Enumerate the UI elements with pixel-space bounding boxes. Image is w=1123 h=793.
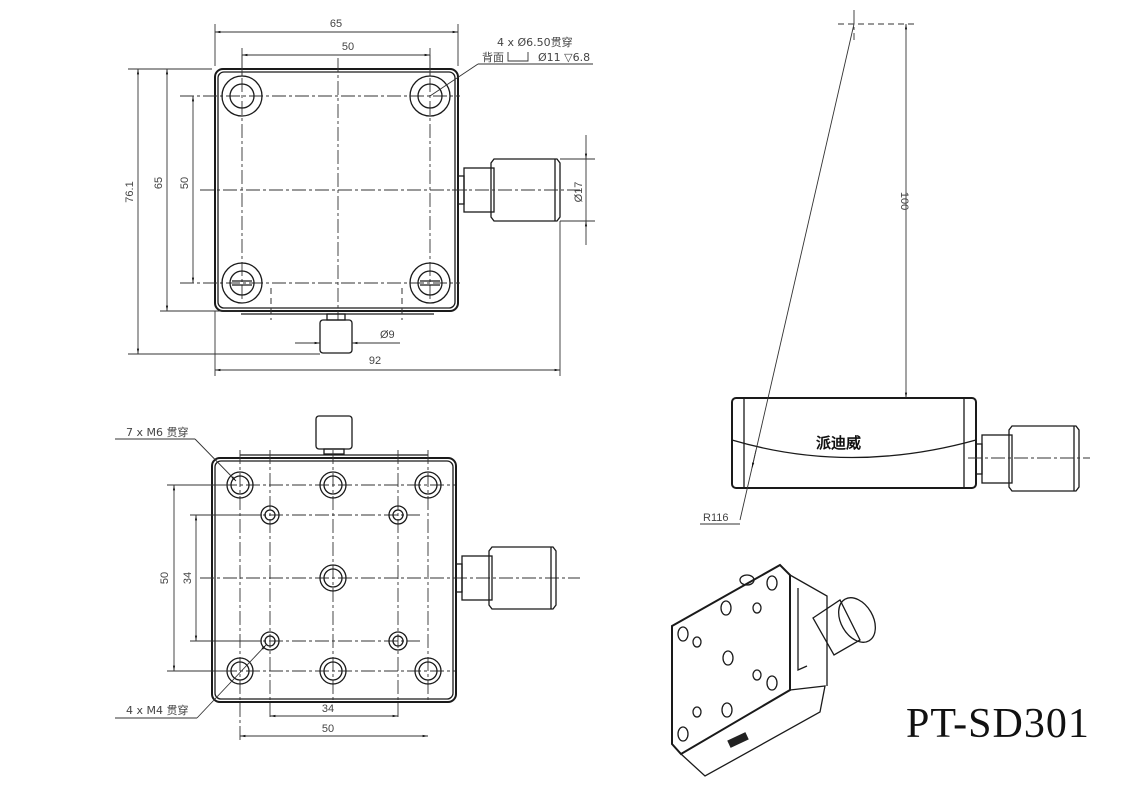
dim-total-length: 92	[369, 355, 381, 367]
bottom-view: 50 34 34 50 7 x M6 贯穿 4 x M4 贯穿	[115, 415, 580, 742]
brand-label: 派迪威	[816, 434, 861, 452]
dim-radius: R116	[703, 512, 728, 524]
dim-knob-diameter: Ø17	[573, 182, 585, 203]
dim-radius-height: 100	[898, 192, 910, 210]
note-counterbore: Ø11 ▽6.8	[538, 51, 590, 64]
note-through-holes: 4 x Ø6.50贯穿	[497, 35, 573, 49]
model-number: PT-SD301	[906, 701, 1090, 747]
note-m6-holes: 7 x M6 贯穿	[126, 425, 189, 439]
dim-outer-spacing-x: 50	[322, 723, 334, 735]
dim-screw-diameter: Ø9	[380, 329, 395, 341]
iso-hole-icon	[677, 575, 778, 742]
dim-height-body: 65	[153, 177, 165, 189]
micrometer-knob-icon	[452, 158, 580, 222]
top-view: 65 50 76.1 65 50 Ø17 Ø9 92	[124, 18, 595, 376]
m6-tapped-hole-icon	[226, 471, 442, 685]
m4-tapped-hole-icon	[260, 505, 408, 651]
side-view: 派迪威 100 R116	[700, 10, 1090, 525]
counterbore-hole-icon	[221, 75, 451, 304]
dim-inner-spacing-x: 34	[322, 703, 334, 715]
dim-hole-spacing-x: 50	[342, 41, 354, 53]
dim-hole-spacing-y: 50	[179, 177, 191, 189]
lock-screw-icon	[319, 313, 353, 354]
dim-outer-spacing-y: 50	[159, 572, 171, 584]
dim-height-overall: 76.1	[124, 181, 136, 202]
note-m4-holes: 4 x M4 贯穿	[126, 703, 189, 717]
dim-inner-spacing-y: 34	[182, 572, 194, 584]
isometric-view	[671, 563, 876, 777]
dim-width-overall: 65	[330, 18, 342, 30]
note-back-label: 背面	[482, 50, 504, 64]
